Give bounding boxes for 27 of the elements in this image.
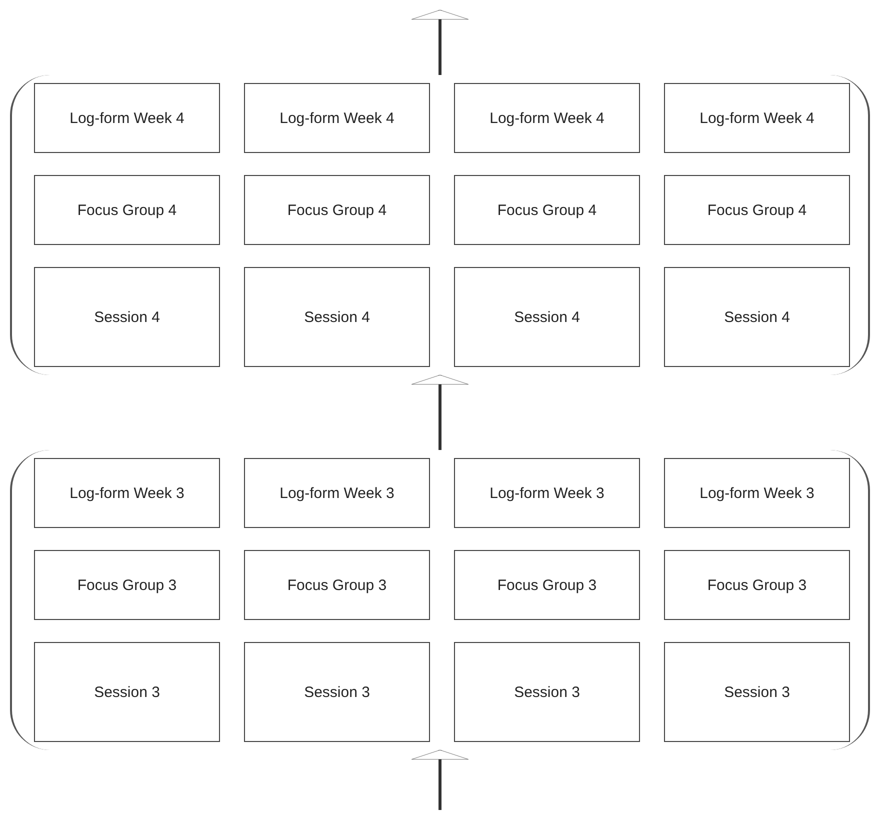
process-box: Focus Group 3 — [244, 550, 430, 620]
process-box: Focus Group 4 — [454, 175, 640, 245]
process-box: Log-form Week 3 — [664, 458, 850, 528]
process-box: Session 3 — [244, 642, 430, 742]
process-box: Focus Group 4 — [34, 175, 220, 245]
process-box: Focus Group 3 — [664, 550, 850, 620]
process-box: Log-form Week 3 — [244, 458, 430, 528]
process-box: Session 3 — [34, 642, 220, 742]
process-box: Session 3 — [454, 642, 640, 742]
process-box: Log-form Week 4 — [244, 83, 430, 153]
process-box: Session 4 — [454, 267, 640, 367]
arrow — [412, 10, 468, 75]
process-box: Log-form Week 4 — [454, 83, 640, 153]
process-box: Log-form Week 3 — [454, 458, 640, 528]
process-box: Session 4 — [34, 267, 220, 367]
process-box: Focus Group 3 — [454, 550, 640, 620]
process-box: Focus Group 3 — [34, 550, 220, 620]
arrow — [412, 374, 468, 450]
process-box: Session 3 — [664, 642, 850, 742]
process-box: Session 4 — [664, 267, 850, 367]
process-box: Log-form Week 4 — [34, 83, 220, 153]
process-box: Focus Group 4 — [664, 175, 850, 245]
arrow — [412, 750, 468, 810]
process-box: Log-form Week 3 — [34, 458, 220, 528]
process-box: Session 4 — [244, 267, 430, 367]
process-box: Focus Group 4 — [244, 175, 430, 245]
process-box: Log-form Week 4 — [664, 83, 850, 153]
